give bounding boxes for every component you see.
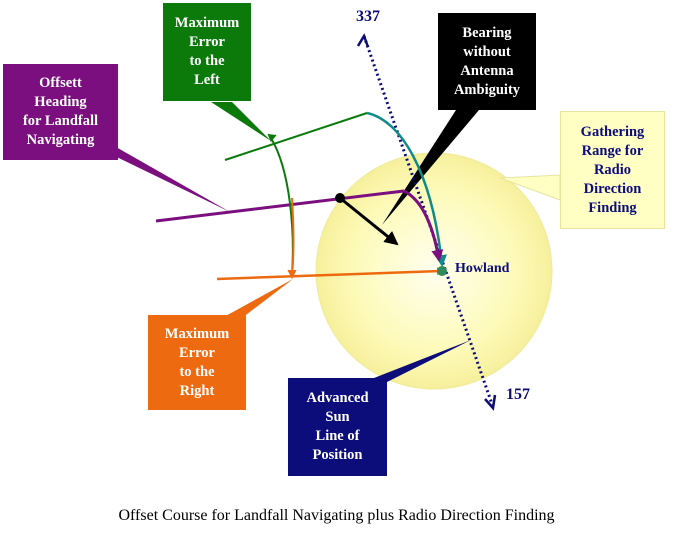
position-dot (335, 193, 345, 203)
bearing-pointer (382, 110, 479, 225)
gathering-range-box: Gathering Range for Radio Direction Find… (560, 111, 665, 229)
figure-caption: Offset Course for Landfall Navigating pl… (118, 507, 555, 524)
max-error-right-box: Maximum Error to the Right (148, 315, 246, 410)
teal-course-curve (366, 111, 447, 267)
howland-label: Howland (455, 261, 510, 276)
offset-heading-pointer (98, 147, 230, 212)
bearing-box: Bearing without Antenna Ambiguity (438, 13, 536, 110)
green-arc-tip-icon (267, 133, 277, 142)
arrow-337-icon (356, 33, 370, 48)
howland-marker (437, 266, 447, 276)
bearing-arrow (339, 196, 399, 246)
max-error-right-pointer (222, 279, 293, 318)
max-error-right-line (216, 267, 445, 281)
offset-heading-box: Offsett Heading for Landfall Navigating (3, 64, 118, 160)
purple-turn-curve (403, 189, 444, 262)
bearing-157-label: 157 (506, 386, 530, 403)
arrow-157-icon (484, 394, 497, 411)
max-error-left-line (224, 112, 368, 161)
error-range-arc-orange (291, 197, 295, 276)
bearing-337-label: 337 (356, 8, 380, 25)
offset-heading-line (155, 189, 405, 223)
max-error-left-pointer (211, 102, 271, 141)
max-error-left-box: Maximum Error to the Left (163, 3, 251, 101)
sun-line-box: Advanced Sun Line of Position (288, 378, 387, 476)
sun-line-pointer (356, 340, 471, 385)
orange-arc-tip-icon (287, 269, 297, 280)
